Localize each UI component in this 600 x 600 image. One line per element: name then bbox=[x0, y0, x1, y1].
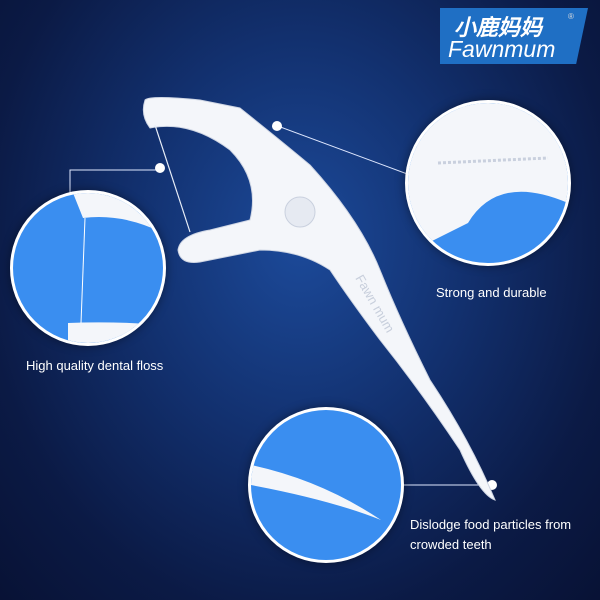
zoom-circle-floss bbox=[10, 190, 166, 346]
floss-pick bbox=[142, 97, 496, 501]
callout-food-particles: Dislodge food particles from crowded tee… bbox=[410, 517, 572, 552]
logo-english: Fawnmum bbox=[448, 36, 556, 62]
grip-texture bbox=[284, 196, 316, 228]
logo-registered: ® bbox=[568, 12, 574, 21]
zoom-circle-teeth bbox=[405, 100, 571, 266]
callout-durable: Strong and durable bbox=[436, 285, 547, 300]
callout-dot bbox=[155, 163, 165, 173]
brand-logo: 小鹿妈妈 ® Fawnmum bbox=[440, 8, 588, 64]
zoom-circle-tip bbox=[248, 407, 404, 563]
floss-string bbox=[154, 124, 191, 233]
callout-floss: High quality dental floss bbox=[26, 358, 164, 373]
callout-dot bbox=[272, 121, 282, 131]
logo-chinese: 小鹿妈妈 bbox=[454, 15, 543, 40]
